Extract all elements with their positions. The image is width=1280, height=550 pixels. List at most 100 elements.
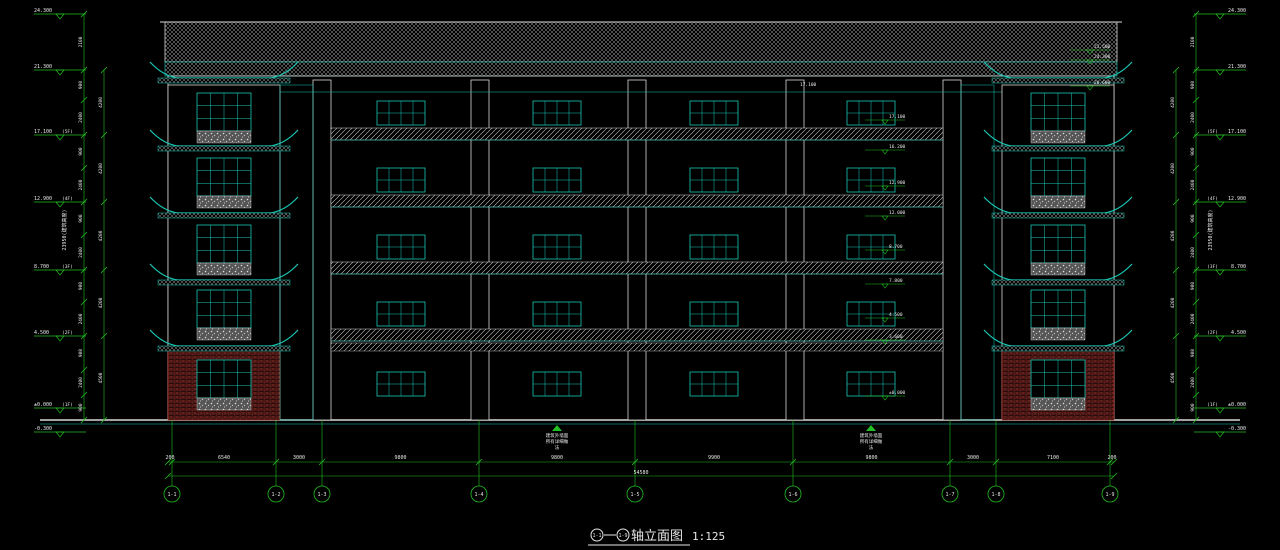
left-dim-label-inner-3: 2400 — [78, 112, 84, 123]
left-dim-label-inner-6: 900 — [78, 214, 84, 222]
left-stair-zone — [279, 84, 314, 421]
right-dim-tick-outer-1 — [1172, 66, 1180, 74]
interior-level-label-9: 7.800 — [889, 278, 903, 284]
bay-dim-tick-7 — [789, 458, 797, 466]
axis-label-3: 1-3 — [317, 492, 326, 498]
right-dim-tick-inner-11 — [1192, 366, 1200, 374]
bay-dim-tick-3 — [272, 458, 280, 466]
bay-dim-label-7: 9800 — [865, 455, 877, 461]
left-elev-marker-5 — [55, 269, 65, 276]
left-eave-board-5 — [157, 345, 291, 352]
note-arrow-2 — [866, 425, 876, 431]
right-dim-label-outer-5: 4500 — [1170, 372, 1176, 383]
right-dim-tick-inner-1 — [1192, 10, 1200, 18]
right-elev-marker-3 — [1215, 134, 1225, 141]
left-total-height-label: 23950(建筑高度) — [61, 209, 68, 250]
right-elev-label-4: 12.900 — [1228, 196, 1246, 202]
left-elev-marker-3 — [55, 134, 65, 141]
bay-dim-label-3: 3000 — [293, 455, 305, 461]
ground-canopy-band — [330, 342, 944, 352]
bay-dim-tick-1 — [164, 458, 172, 466]
left-dim-label-inner-4: 900 — [78, 147, 84, 155]
right-dim-label-inner-11: 2400 — [1190, 377, 1196, 388]
right-stair-zone — [960, 84, 995, 421]
axis-label-1: 1-1 — [167, 492, 176, 498]
right-dim-tick-inner-3 — [1192, 96, 1200, 104]
left-dim-tick-inner-7 — [80, 231, 88, 239]
left-dim-label-outer-5: 4500 — [98, 372, 104, 383]
right-elev-marker-1 — [1215, 13, 1225, 20]
right-dim-tick-outer-3 — [1172, 198, 1180, 206]
left-elev-marker-7 — [55, 407, 65, 414]
interior-level-marker-8 — [881, 249, 889, 255]
bay-dim-label-2: 6540 — [218, 455, 230, 461]
interior-level-label-6: 12.900 — [889, 180, 906, 186]
bay-dim-tick-2 — [168, 458, 176, 466]
center-note-1-line2: 所有详细做 — [546, 438, 569, 445]
left-dim-tick-outer-4 — [100, 266, 108, 274]
bay-dim-label-4: 9800 — [394, 455, 406, 461]
bay-dim-tick-11 — [1110, 458, 1118, 466]
axis-label-7: 1-7 — [945, 492, 954, 498]
right-tower-stone-panel-3 — [1030, 262, 1086, 276]
left-dim-label-inner-9: 2400 — [78, 313, 84, 324]
right-elev-label-7: ±0.000 — [1228, 402, 1246, 408]
axis-bubble-5 — [626, 485, 644, 503]
right-total-height-label: 23950(建筑高度) — [1207, 209, 1214, 250]
right-dim-label-inner-4: 900 — [1190, 147, 1196, 155]
left-elev-note-6: (2F) — [62, 330, 73, 336]
left-eave-board-4 — [157, 279, 291, 286]
left-elev-label-8: -0.300 — [34, 426, 52, 432]
right-elev-marker-5 — [1215, 269, 1225, 276]
interior-level-marker-1 — [1086, 59, 1094, 65]
left-tower-stone-panel-2 — [196, 195, 252, 209]
left-elev-marker-2 — [55, 69, 65, 76]
right-dim-label-outer-3: 4200 — [1170, 230, 1176, 241]
left-elev-note-5: (3F) — [62, 264, 73, 270]
left-elev-note-3: (5F) — [62, 129, 73, 135]
axis-label-9: 1-9 — [1105, 492, 1114, 498]
left-elev-label-5: 8.700 — [34, 264, 49, 270]
axis-label-6: 1-6 — [788, 492, 797, 498]
left-dim-tick-inner-2 — [80, 66, 88, 74]
bay-dim-label-10: 200 — [1107, 455, 1116, 461]
axis-bubble-8 — [987, 485, 1005, 503]
left-dim-label-inner-5: 2400 — [78, 179, 84, 190]
left-dim-tick-inner-4 — [80, 131, 88, 139]
bay-dim-label-8: 3000 — [967, 455, 979, 461]
interior-level-label-12: ±0.000 — [889, 390, 906, 396]
right-tower-stone-panel-2 — [1030, 195, 1086, 209]
note-arrow-1 — [552, 425, 562, 431]
total-dim-tick-start — [164, 472, 172, 480]
right-eave-board-5 — [991, 345, 1125, 352]
right-elev-note-5: (3F) — [1207, 264, 1218, 270]
left-dim-tick-outer-1 — [100, 66, 108, 74]
right-elev-note-4: (4F) — [1207, 196, 1218, 202]
right-tower-stone-panel-1 — [1030, 130, 1086, 144]
left-dim-label-inner-1: 2100 — [78, 36, 84, 47]
right-eave-board-4 — [991, 279, 1125, 286]
axis-bubble-4 — [470, 485, 488, 503]
left-elev-label-6: 4.500 — [34, 330, 49, 336]
left-tower-stone-panel-4 — [196, 327, 252, 341]
left-tower-stone-panel-3 — [196, 262, 252, 276]
right-dim-label-outer-2: 4200 — [1170, 163, 1176, 174]
right-dim-label-inner-7: 2400 — [1190, 247, 1196, 258]
bay-dim-label-1: 200 — [165, 455, 174, 461]
left-elev-label-4: 12.900 — [34, 196, 52, 202]
interior-level-marker-5 — [881, 149, 889, 155]
right-elev-label-3: 17.100 — [1228, 129, 1246, 135]
center-note-2-line3: 法 — [869, 444, 874, 451]
right-elev-marker-2 — [1215, 69, 1225, 76]
left-dim-label-inner-12: 900 — [78, 403, 84, 411]
interior-level-label-extra: 17.100 — [800, 82, 817, 88]
right-dim-tick-inner-10 — [1192, 332, 1200, 340]
right-dim-tick-inner-12 — [1192, 391, 1200, 399]
left-dim-tick-outer-3 — [100, 198, 108, 206]
right-dim-label-inner-10: 900 — [1190, 349, 1196, 357]
title-axis-start-bubble — [590, 528, 604, 542]
bay-dim-tick-9 — [992, 458, 1000, 466]
left-dim-tick-inner-3 — [80, 96, 88, 104]
right-elev-note-3: (5F) — [1207, 129, 1218, 135]
right-elev-note-7: (1F) — [1207, 402, 1218, 408]
